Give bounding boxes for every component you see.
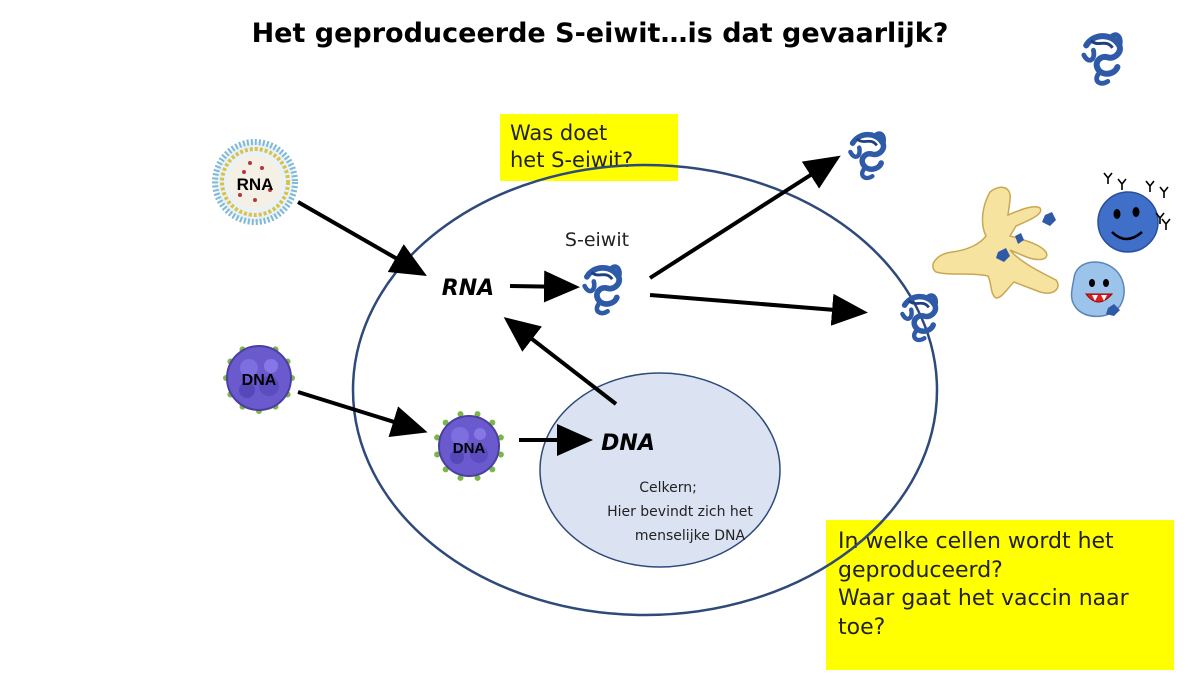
callout-line: toe? xyxy=(838,614,886,640)
dendritic-cell xyxy=(932,186,1059,299)
rna-particle-label: RNA xyxy=(237,175,274,194)
dna-viral-vector: DNA xyxy=(222,344,296,415)
rna-label: RNA xyxy=(442,276,494,301)
question-callout-s-eiwit: Was doet het S-eiwit? xyxy=(500,114,678,181)
dna-particle-inside-label: DNA xyxy=(453,440,486,457)
arrow-rna-to-cell xyxy=(297,200,427,276)
nucleus-text-line: menselijke DNA xyxy=(635,528,746,544)
arrow-protein-out-right xyxy=(649,293,868,326)
dna-particle-label: DNA xyxy=(242,372,277,389)
arrow-protein-out-top xyxy=(648,155,841,280)
callout-line: geproduceerd? xyxy=(838,557,1003,583)
cell-membrane xyxy=(351,163,939,617)
s-eiwit-label: S-eiwit xyxy=(565,229,629,251)
b-cell xyxy=(1097,172,1171,253)
flow-arrows xyxy=(297,155,868,456)
callout-line: In welke cellen wordt het xyxy=(838,529,1114,554)
nucleus-text-line: Celkern; xyxy=(639,480,697,496)
arrow-rna-to-protein xyxy=(509,270,580,303)
s-protein xyxy=(1084,35,1120,84)
rna-lipid-nanoparticle: RNA xyxy=(212,139,298,225)
page-title: Het geproduceerde S-eiwit…is dat gevaarl… xyxy=(251,18,949,49)
callout-line: het S-eiwit? xyxy=(510,148,634,173)
s-protein xyxy=(585,267,620,314)
arrow-dna-to-rna xyxy=(503,317,618,406)
arrow-dna-to-cell xyxy=(297,390,428,437)
question-callout-cells: In welke cellen wordt het geproduceerd? … xyxy=(826,520,1174,670)
dna-viral-vector-inside: DNA xyxy=(432,409,506,483)
t-cell xyxy=(1070,261,1125,318)
cell-nucleus xyxy=(539,372,781,568)
s-protein xyxy=(902,295,935,340)
nucleus-dna-label: DNA xyxy=(601,431,655,456)
s-protein xyxy=(850,133,883,178)
nucleus-text-line: Hier bevindt zich het xyxy=(607,504,753,520)
callout-line: Waar gaat het vaccin naar xyxy=(838,586,1129,612)
callout-line: Was doet xyxy=(510,121,608,145)
